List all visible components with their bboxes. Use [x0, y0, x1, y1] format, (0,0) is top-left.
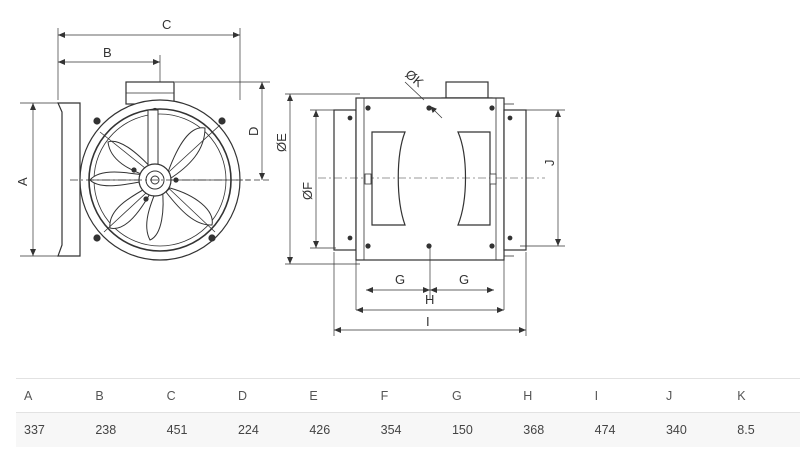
table-header-cell: G: [451, 388, 462, 403]
table-header-cell: A: [24, 388, 33, 403]
dimension-label-f: ØF: [300, 182, 315, 200]
dimensions-table: A B C D E F G H I J K 337 238 451 224 42…: [16, 378, 800, 447]
table-cell: 368: [523, 422, 545, 437]
front-view: [57, 81, 241, 261]
fan-technical-drawing: C B A D: [15, 17, 565, 336]
table-header-cell: E: [309, 388, 318, 403]
table-header-cell: K: [737, 388, 746, 403]
dimension-label-a: A: [15, 177, 30, 186]
table-cell: 354: [380, 422, 402, 437]
table-cell: 474: [594, 422, 616, 437]
table-header-cell: J: [665, 388, 673, 403]
dimension-label-i: I: [426, 314, 430, 329]
dimension-label-k: ØK: [402, 66, 426, 90]
table-cell: 426: [309, 422, 331, 437]
table-header-row: A B C D E F G H I J K: [16, 378, 800, 413]
table-row: 337 238 451 224 426 354 150 368 474 340 …: [16, 412, 800, 447]
table-cell: 238: [95, 422, 117, 437]
dimension-label-g-left: G: [395, 272, 405, 287]
dimension-label-b: B: [103, 45, 112, 60]
side-view: [318, 81, 545, 261]
table-header-cell: B: [95, 388, 104, 403]
table-cell: 8.5: [737, 422, 755, 437]
dimension-label-h: H: [425, 292, 434, 307]
table-cell: 337: [24, 422, 45, 437]
side-view-dimensions: [285, 81, 565, 336]
dimension-label-g-right: G: [459, 272, 469, 287]
table-cell: 150: [451, 422, 473, 437]
table-header-cell: H: [523, 388, 533, 403]
dimension-label-j: J: [542, 160, 557, 167]
table-header-cell: I: [594, 388, 599, 403]
table-header-cell: C: [166, 388, 176, 403]
front-view-dimensions: [20, 28, 270, 257]
table-header-cell: D: [237, 388, 248, 403]
table-cell: 451: [166, 422, 188, 437]
table-cell: 224: [237, 422, 259, 437]
dimension-label-d: D: [246, 127, 261, 136]
dimension-label-e: ØE: [274, 133, 289, 152]
table-cell: 340: [665, 422, 687, 437]
table-header-cell: F: [380, 388, 389, 403]
dimension-label-c: C: [162, 17, 171, 32]
